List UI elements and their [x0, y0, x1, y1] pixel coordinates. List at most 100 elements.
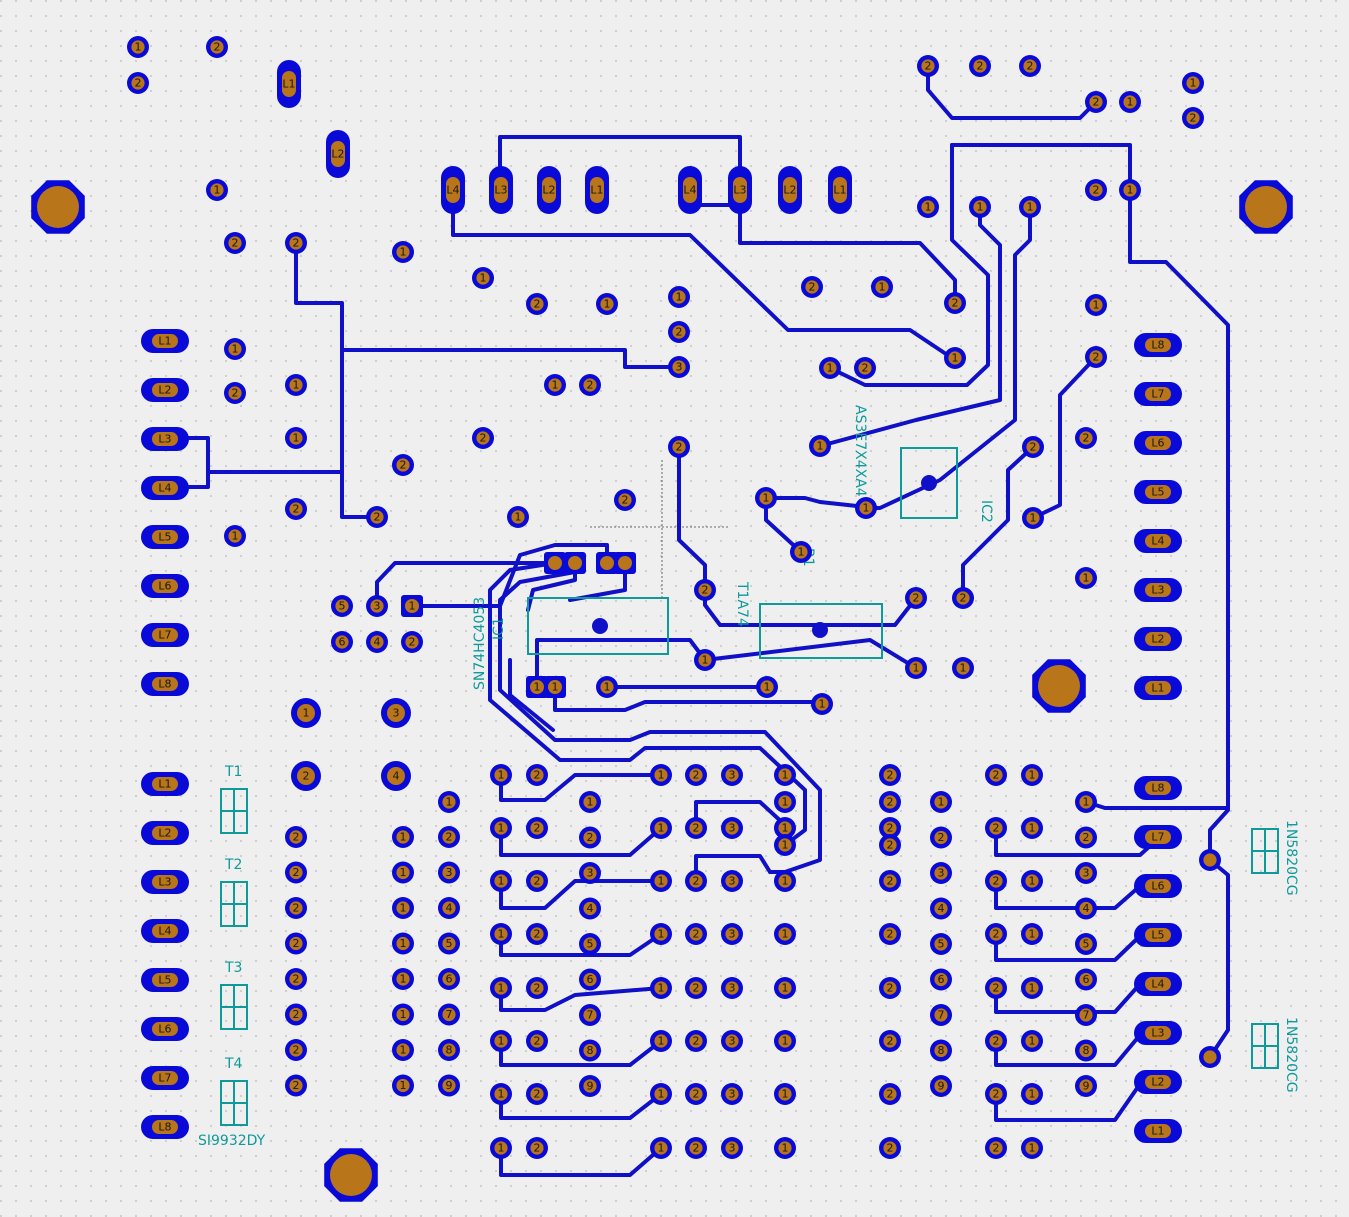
- round-pad[interactable]: 6: [438, 968, 460, 990]
- round-pad[interactable]: 2: [526, 870, 548, 892]
- round-pad[interactable]: 2: [1085, 346, 1107, 368]
- round-pad[interactable]: 1: [1021, 764, 1043, 786]
- round-pad[interactable]: 2: [127, 72, 149, 94]
- round-pad[interactable]: 1: [774, 1083, 796, 1105]
- round-pad[interactable]: 1: [650, 1137, 672, 1159]
- round-pad[interactable]: 2: [879, 977, 901, 999]
- round-pad[interactable]: 1: [1119, 179, 1141, 201]
- round-pad[interactable]: 2: [685, 1083, 707, 1105]
- round-pad[interactable]: 9: [438, 1074, 460, 1097]
- round-pad[interactable]: 1: [650, 817, 672, 839]
- round-pad[interactable]: 1: [650, 1030, 672, 1052]
- round-pad[interactable]: 2: [801, 276, 823, 298]
- round-pad[interactable]: 1: [905, 657, 927, 679]
- round-pad[interactable]: 3: [721, 1083, 743, 1105]
- round-pad[interactable]: 1: [392, 826, 414, 848]
- round-pad[interactable]: 6: [1075, 968, 1097, 991]
- round-pad[interactable]: 1: [438, 791, 460, 813]
- oval-pad-horizontal[interactable]: L6: [1134, 431, 1182, 455]
- round-pad[interactable]: 2: [579, 826, 601, 849]
- round-pad[interactable]: 2: [985, 764, 1007, 786]
- round-pad[interactable]: 2: [985, 1083, 1007, 1105]
- round-pad[interactable]: 2: [879, 764, 901, 786]
- round-pad[interactable]: 2: [985, 923, 1007, 945]
- round-pad[interactable]: 9: [930, 1075, 952, 1097]
- round-pad[interactable]: 2: [526, 977, 548, 999]
- round-pad[interactable]: 3: [438, 861, 460, 884]
- round-pad[interactable]: 1: [127, 36, 149, 58]
- round-pad[interactable]: 1: [1021, 817, 1043, 839]
- oval-pad-vertical[interactable]: L4: [678, 166, 702, 214]
- oval-pad-horizontal[interactable]: L6: [141, 1017, 189, 1041]
- round-pad[interactable]: 7: [579, 1004, 601, 1026]
- round-pad[interactable]: 8: [1075, 1039, 1097, 1062]
- round-pad[interactable]: 1: [507, 506, 529, 528]
- round-pad[interactable]: 1: [774, 1137, 796, 1159]
- round-pad[interactable]: [1199, 1046, 1221, 1068]
- round-pad[interactable]: 1: [596, 293, 618, 315]
- round-pad[interactable]: 6: [331, 631, 353, 653]
- round-pad[interactable]: 3: [1075, 862, 1097, 884]
- square-pad[interactable]: [564, 552, 586, 574]
- round-pad[interactable]: 1: [855, 497, 877, 519]
- round-pad[interactable]: 1: [392, 1039, 414, 1061]
- round-pad[interactable]: 1: [1182, 72, 1204, 94]
- round-pad[interactable]: 4: [366, 631, 388, 653]
- round-pad[interactable]: 2: [285, 498, 307, 520]
- round-pad[interactable]: 2: [1085, 91, 1107, 113]
- oval-pad-vertical[interactable]: L3: [489, 166, 513, 214]
- oval-pad-horizontal[interactable]: L8: [1134, 776, 1182, 800]
- round-pad[interactable]: 1: [668, 286, 690, 308]
- round-pad[interactable]: 2: [285, 861, 307, 884]
- square-pad[interactable]: [544, 552, 566, 574]
- oval-pad-horizontal[interactable]: L5: [141, 968, 189, 992]
- square-pad[interactable]: 1: [526, 676, 548, 698]
- round-pad[interactable]: 6: [579, 968, 601, 991]
- square-pad[interactable]: 1: [401, 595, 423, 617]
- round-pad[interactable]: 1: [392, 897, 414, 919]
- round-pad[interactable]: 2: [285, 1074, 307, 1097]
- round-pad[interactable]: 1: [544, 374, 566, 396]
- round-pad[interactable]: 5: [438, 932, 460, 955]
- round-pad[interactable]: 1: [291, 698, 321, 728]
- round-pad[interactable]: 1: [392, 241, 414, 263]
- round-pad[interactable]: 1: [490, 1083, 512, 1105]
- round-pad[interactable]: 3: [721, 1137, 743, 1159]
- round-pad[interactable]: 2: [1182, 107, 1204, 129]
- round-pad[interactable]: 3: [721, 764, 743, 786]
- round-pad[interactable]: 1: [472, 267, 494, 289]
- oval-pad-horizontal[interactable]: L7: [141, 1066, 189, 1090]
- round-pad[interactable]: [1199, 849, 1221, 871]
- round-pad[interactable]: 2: [685, 764, 707, 786]
- round-pad[interactable]: 8: [579, 1039, 601, 1062]
- round-pad[interactable]: 1: [206, 179, 228, 201]
- round-pad[interactable]: 2: [917, 55, 939, 77]
- round-pad[interactable]: 1: [392, 861, 414, 884]
- square-pad[interactable]: [614, 552, 636, 574]
- round-pad[interactable]: 2: [930, 826, 952, 849]
- round-pad[interactable]: 2: [879, 791, 901, 813]
- oval-pad-vertical[interactable]: L4: [441, 166, 465, 214]
- round-pad[interactable]: 2: [685, 1137, 707, 1159]
- round-pad[interactable]: 8: [930, 1039, 952, 1062]
- round-pad[interactable]: 2: [685, 817, 707, 839]
- oval-pad-horizontal[interactable]: L2: [141, 821, 189, 845]
- round-pad[interactable]: 5: [1075, 933, 1097, 955]
- round-pad[interactable]: 1: [490, 1030, 512, 1052]
- oval-pad-horizontal[interactable]: L7: [141, 623, 189, 647]
- oval-pad-vertical[interactable]: L2: [537, 166, 561, 214]
- round-pad[interactable]: 2: [854, 357, 876, 379]
- round-pad[interactable]: 9: [1075, 1075, 1097, 1097]
- oval-pad-vertical[interactable]: L3: [728, 166, 752, 214]
- oval-pad-horizontal[interactable]: L8: [1134, 333, 1182, 357]
- round-pad[interactable]: 2: [685, 1030, 707, 1052]
- round-pad[interactable]: 7: [438, 1003, 460, 1026]
- round-pad[interactable]: 1: [285, 374, 307, 396]
- round-pad[interactable]: 1: [774, 1030, 796, 1052]
- oval-pad-horizontal[interactable]: L5: [1134, 480, 1182, 504]
- round-pad[interactable]: 1: [944, 347, 966, 369]
- round-pad[interactable]: 2: [985, 1030, 1007, 1052]
- round-pad[interactable]: 1: [392, 1074, 414, 1097]
- round-pad[interactable]: 1: [952, 657, 974, 679]
- round-pad[interactable]: 2: [944, 292, 966, 314]
